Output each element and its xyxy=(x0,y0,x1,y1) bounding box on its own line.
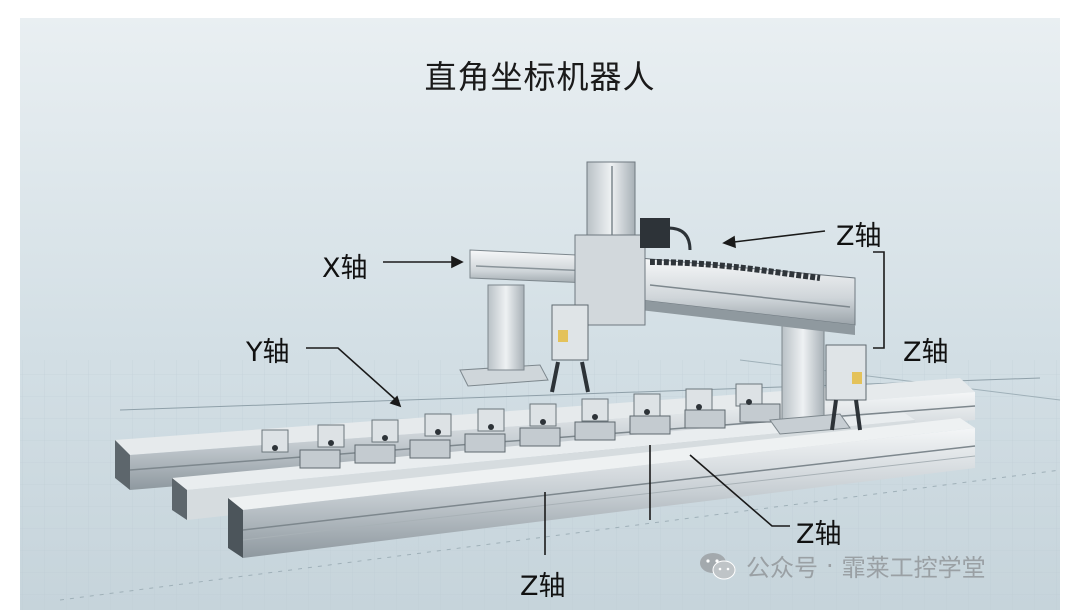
z-column xyxy=(574,161,692,326)
diagram-title: 直角坐标机器人 xyxy=(424,58,656,96)
label-z-top: Z轴 xyxy=(836,221,882,252)
label-z-right: Z轴 xyxy=(903,337,949,368)
label-z-mid: Z轴 xyxy=(796,519,842,550)
watermark-prefix: 公众号 xyxy=(746,554,818,582)
main-gripper xyxy=(550,304,590,393)
watermark: 公众号 · 霏莱工控学堂 xyxy=(698,548,986,583)
watermark-name: 霏莱工控学堂 xyxy=(841,554,986,582)
main-gantry-beam xyxy=(639,257,856,335)
watermark-separator: · xyxy=(826,551,834,580)
y-axis-leader xyxy=(306,347,397,401)
label-y-axis: Y轴 xyxy=(246,337,290,368)
label-x-axis: X轴 xyxy=(322,253,368,284)
gantry-left-post xyxy=(459,284,549,387)
z-mid-leader xyxy=(689,454,790,527)
z-right-leader xyxy=(873,251,885,349)
z-top-arrow xyxy=(733,230,826,243)
annotation-lines xyxy=(306,230,885,555)
rail-carriages xyxy=(261,383,781,469)
wechat-icon xyxy=(700,552,736,579)
side-gripper xyxy=(825,344,867,431)
label-z-bottom: Z轴 xyxy=(520,571,566,602)
gantry-right-post xyxy=(769,317,851,435)
